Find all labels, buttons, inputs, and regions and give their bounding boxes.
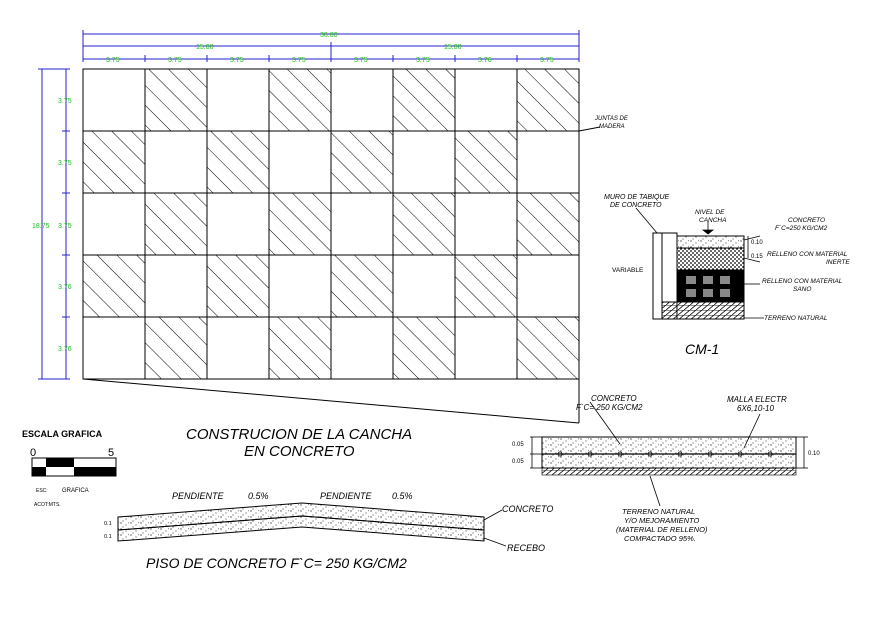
cm1-variable: VARIABLE — [612, 267, 644, 274]
slab-ground-1: TERRENO NATURAL — [622, 507, 695, 516]
floor-slope-right-label: PENDIENTE — [320, 491, 373, 501]
cm1-dim-a: 0.10 — [751, 240, 763, 246]
dim-total-width: 30.00 — [320, 32, 338, 39]
cm1-dim-b: 0.15 — [751, 254, 763, 260]
cm1-wall-1: MURO DE TABIQUE — [604, 194, 670, 201]
floor-base-label: RECEBO — [507, 543, 545, 553]
floor-slope-right-value: 0.5% — [392, 491, 413, 501]
slab-ground-3: (MATERIAL DE RELLENO) — [616, 525, 708, 534]
hatched-slabs — [83, 69, 579, 379]
cm1-natural: TERRENO NATURAL — [764, 315, 828, 322]
dim-row-3: 3.75 — [58, 223, 72, 230]
dim-row-1: 3.75 — [58, 98, 72, 105]
dim-half-left: 15.00 — [196, 44, 214, 51]
left-dimensions — [38, 68, 70, 380]
dim-module-4: 3.75 — [292, 57, 306, 64]
scale-title: ESCALA GRAFICA — [22, 429, 103, 439]
graphic-scale: ESCALA GRAFICA 0 5 ESC: GRAFICA ACOT:MTS… — [22, 429, 117, 508]
cm1-concrete-1: CONCRETO — [788, 217, 825, 224]
floor-slope-left-label: PENDIENTE — [172, 491, 225, 501]
floor-concrete-label: CONCRETO — [502, 504, 553, 514]
joint-label-1: JUNTAS DE — [594, 116, 629, 122]
cm1-fill-sound-1: RELLENO CON MATERIAL — [762, 278, 843, 285]
slab-mesh-1: MALLA ELECTR — [727, 395, 787, 404]
cm1-title: CM-1 — [685, 341, 719, 357]
cm1-concrete-2: F`C=250 KG/CM2 — [775, 225, 828, 232]
dim-row-4: 3.76 — [58, 284, 72, 291]
floor-dim-a: 0.1 — [104, 521, 112, 527]
scale-esc-key: ESC: — [36, 488, 48, 494]
scale-esc-value: GRAFICA — [62, 488, 89, 494]
floor-dim-b: 0.1 — [104, 534, 112, 540]
court-plan: JUNTAS DE MADERA — [82, 68, 629, 424]
cm1-level-1: NIVEL DE — [695, 209, 725, 216]
dim-module-7: 3.76 — [478, 57, 492, 64]
dim-module-5: 3.75 — [354, 57, 368, 64]
joint-label-2: MADERA — [599, 124, 625, 130]
cm1-fill-sound-2: SANO — [793, 286, 811, 293]
dim-row-2: 3.75 — [58, 160, 72, 167]
cm1-wall-2: DE CONCRETO — [610, 202, 662, 209]
dim-module-1: 3.75 — [106, 57, 120, 64]
cm1-level-2: CANCHA — [699, 217, 726, 224]
floor-slope-left-value: 0.5% — [248, 491, 269, 501]
slab-ground-2: Y/O MEJORAMIENTO — [624, 516, 699, 525]
dim-total-height: 18.75 — [32, 223, 50, 230]
court-grid — [82, 68, 601, 424]
floor-title: PISO DE CONCRETO F`C= 250 KG/CM2 — [146, 555, 407, 571]
dim-module-6: 3.75 — [416, 57, 430, 64]
slab-dim-right: 0.10 — [808, 451, 820, 457]
dim-module-8: 3.75 — [540, 57, 554, 64]
slab-concrete-2: F`C= 250 KG/CM2 — [576, 403, 643, 412]
slab-detail: 0.05 0.05 0.10 CONCRETO F`C= 250 KG/CM2 … — [512, 394, 820, 543]
court-title-2: EN CONCRETO — [244, 443, 355, 460]
cm1-fill-inert-2: INERTE — [826, 259, 850, 266]
top-dimensions — [82, 30, 580, 62]
cm1-section: MURO DE TABIQUE DE CONCRETO NIVEL DE CAN… — [604, 194, 850, 357]
dim-module-2: 3.75 — [168, 57, 182, 64]
dim-half-right: 15.00 — [444, 44, 462, 51]
slab-dim-top: 0.05 — [512, 442, 524, 448]
slab-ground-4: COMPACTADO 95%. — [624, 534, 696, 543]
floor-section: PENDIENTE 0.5% PENDIENTE 0.5% CONCRETO R… — [104, 491, 553, 571]
dim-module-3: 3.75 — [230, 57, 244, 64]
court-title-1: CONSTRUCION DE LA CANCHA — [186, 426, 412, 443]
slab-dim-bottom: 0.05 — [512, 459, 524, 465]
slab-concrete-1: CONCRETO — [591, 394, 637, 403]
dim-row-5: 3.76 — [58, 346, 72, 353]
slab-mesh-2: 6X6,10-10 — [737, 404, 774, 413]
cm1-fill-inert-1: RELLENO CON MATERIAL — [767, 251, 848, 258]
scale-max: 5 — [108, 447, 114, 459]
scale-acot: ACOT:MTS. — [34, 502, 61, 508]
scale-min: 0 — [30, 447, 36, 459]
